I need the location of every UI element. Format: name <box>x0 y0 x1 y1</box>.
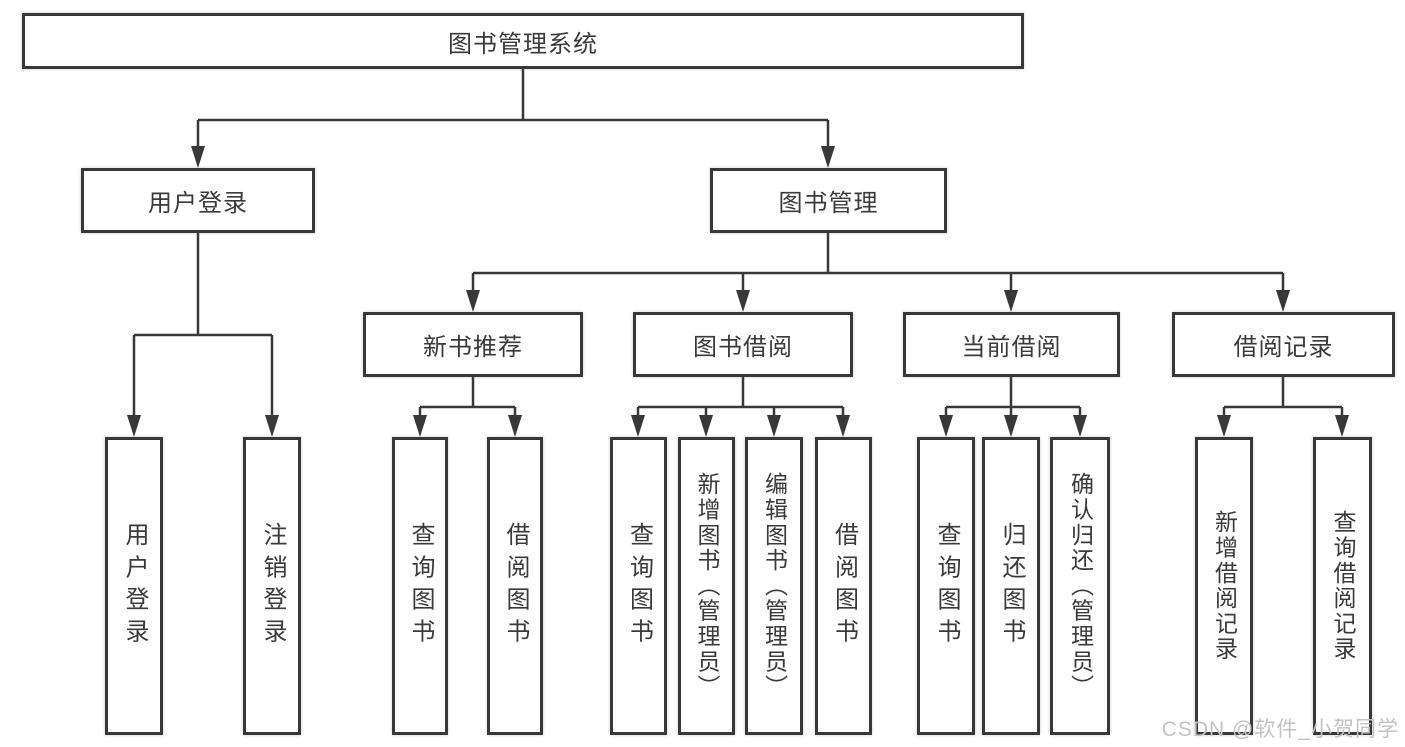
leaf-logout: 注销登录 <box>243 437 301 735</box>
node-book-management-label: 图书管理 <box>778 190 879 217</box>
leaf-br-query-record-label: 查询借阅记录 <box>1330 510 1356 662</box>
leaf-rec-borrow-book: 借阅图书 <box>487 437 543 735</box>
leaf-rec-query-book: 查询图书 <box>392 437 448 735</box>
node-book-borrow: 图书借阅 <box>633 312 853 377</box>
leaf-cb-return-book-label: 归还图书 <box>998 521 1025 651</box>
node-book-borrow-label: 图书借阅 <box>693 334 793 361</box>
node-new-book-recommend: 新书推荐 <box>363 312 583 377</box>
leaf-br-query-record: 查询借阅记录 <box>1313 437 1372 735</box>
leaf-logout-label: 注销登录 <box>259 521 286 651</box>
leaf-cb-query-book: 查询图书 <box>917 437 975 735</box>
leaf-user-login-label: 用户登录 <box>121 521 148 651</box>
leaf-bb-edit-book-admin: 编辑图书（管理员） <box>745 437 803 735</box>
leaf-cb-confirm-return-admin-label: 确认归还（管理员） <box>1067 472 1094 700</box>
leaf-cb-confirm-return-admin: 确认归还（管理员） <box>1050 437 1110 735</box>
node-new-book-recommend-label: 新书推荐 <box>423 334 523 361</box>
node-user-login: 用户登录 <box>81 168 315 233</box>
node-root: 图书管理系统 <box>22 13 1024 69</box>
leaf-cb-query-book-label: 查询图书 <box>933 521 960 651</box>
node-root-label: 图书管理系统 <box>448 30 598 58</box>
leaf-bb-edit-book-admin-label: 编辑图书（管理员） <box>761 472 788 700</box>
leaf-bb-add-book-admin: 新增图书（管理员） <box>678 437 735 735</box>
node-user-login-label: 用户登录 <box>148 190 248 217</box>
leaf-br-add-record: 新增借阅记录 <box>1195 437 1253 735</box>
leaf-bb-query-book: 查询图书 <box>610 437 667 735</box>
node-borrow-records-label: 借阅记录 <box>1233 334 1334 361</box>
leaf-cb-return-book: 归还图书 <box>982 437 1040 735</box>
leaf-br-add-record-label: 新增借阅记录 <box>1211 510 1238 662</box>
node-current-borrow: 当前借阅 <box>903 312 1120 377</box>
leaf-bb-borrow-book: 借阅图书 <box>815 437 872 735</box>
leaf-bb-query-book-label: 查询图书 <box>625 521 653 651</box>
leaf-bb-borrow-book-label: 借阅图书 <box>830 521 858 651</box>
node-current-borrow-label: 当前借阅 <box>961 334 1062 361</box>
leaf-rec-borrow-book-label: 借阅图书 <box>502 521 529 651</box>
leaf-bb-add-book-admin-label: 新增图书（管理员） <box>694 472 720 700</box>
csdn-watermark: CSDN @软件_小贺同学 <box>1161 718 1399 741</box>
node-borrow-records: 借阅记录 <box>1172 312 1395 377</box>
leaf-user-login: 用户登录 <box>105 437 163 735</box>
leaf-rec-query-book-label: 查询图书 <box>407 521 434 651</box>
node-book-management: 图书管理 <box>710 168 947 233</box>
